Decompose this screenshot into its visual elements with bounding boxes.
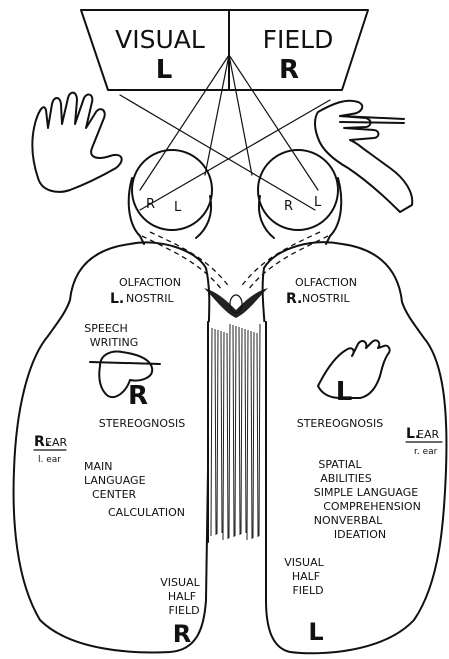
writing-label: WRITING — [90, 336, 138, 349]
corpus-callosum — [208, 322, 266, 542]
left-hand-top-icon — [32, 93, 121, 192]
left-eye: R L — [129, 150, 212, 244]
left-nostril-label: NOSTRIL — [126, 292, 174, 305]
simple-language-label: SIMPLE LANGUAGE — [314, 486, 418, 499]
language-label: LANGUAGE — [84, 474, 146, 487]
right-eye-l-label: L — [314, 195, 322, 210]
l-ear-small-label: l. ear — [38, 455, 61, 465]
left-half-label: HALF — [168, 590, 196, 603]
left-hemisphere-hand-letter: R — [128, 381, 148, 411]
visual-field-left-word: VISUAL — [115, 25, 205, 54]
left-field-label: FIELD — [168, 604, 199, 617]
center-label: CENTER — [92, 488, 137, 501]
visual-field-right-letter: R — [279, 55, 299, 85]
calculation-label: CALCULATION — [108, 506, 185, 519]
right-eye-r-label: R — [284, 199, 293, 214]
comprehension-label: COMPREHENSION — [323, 500, 421, 513]
r-ear-small-label: r. ear — [414, 447, 438, 457]
right-visual-field-letter: L — [308, 618, 323, 646]
right-field-label: FIELD — [292, 584, 323, 597]
right-olfaction-label: OLFACTION — [295, 276, 357, 289]
main-label: MAIN — [84, 460, 113, 473]
writing-hand-icon — [90, 352, 160, 398]
right-visual-label: VISUAL — [284, 556, 324, 569]
left-eye-r-label: R — [146, 197, 155, 212]
abilities-label: ABILITIES — [320, 472, 372, 485]
left-nostril-letter: L. — [110, 291, 124, 307]
left-olfaction-label: OLFACTION — [119, 276, 181, 289]
right-stereognosis-label: STEREOGNOSIS — [297, 417, 384, 430]
right-nostril-label: NOSTRIL — [302, 292, 350, 305]
left-stereognosis-label: STEREOGNOSIS — [99, 417, 186, 430]
r-ear-label: EAR — [45, 436, 67, 449]
left-visual-label: VISUAL — [160, 576, 200, 589]
right-nostril-letter: R. — [286, 291, 302, 307]
left-visual-field-letter: R — [173, 620, 191, 648]
right-hand-pencil-icon — [315, 101, 412, 212]
spatial-label: SPATIAL — [318, 458, 362, 471]
l-ear-label: EAR — [417, 428, 439, 441]
right-half-label: HALF — [292, 570, 320, 583]
left-eye-l-label: L — [174, 200, 182, 215]
visual-field-right-word: FIELD — [263, 25, 334, 54]
right-hemisphere-hand-letter: L — [336, 377, 353, 407]
right-eye: R L — [258, 150, 341, 244]
visual-field-left-letter: L — [156, 55, 173, 85]
ideation-label: IDEATION — [334, 528, 386, 541]
nonverbal-label: NONVERBAL — [314, 514, 383, 527]
speech-label: SPEECH — [84, 322, 127, 335]
left-hand-touch-icon — [318, 340, 390, 398]
left-hemisphere-labels: OLFACTION L. NOSTRIL SPEECH WRITING R ST… — [34, 276, 201, 648]
